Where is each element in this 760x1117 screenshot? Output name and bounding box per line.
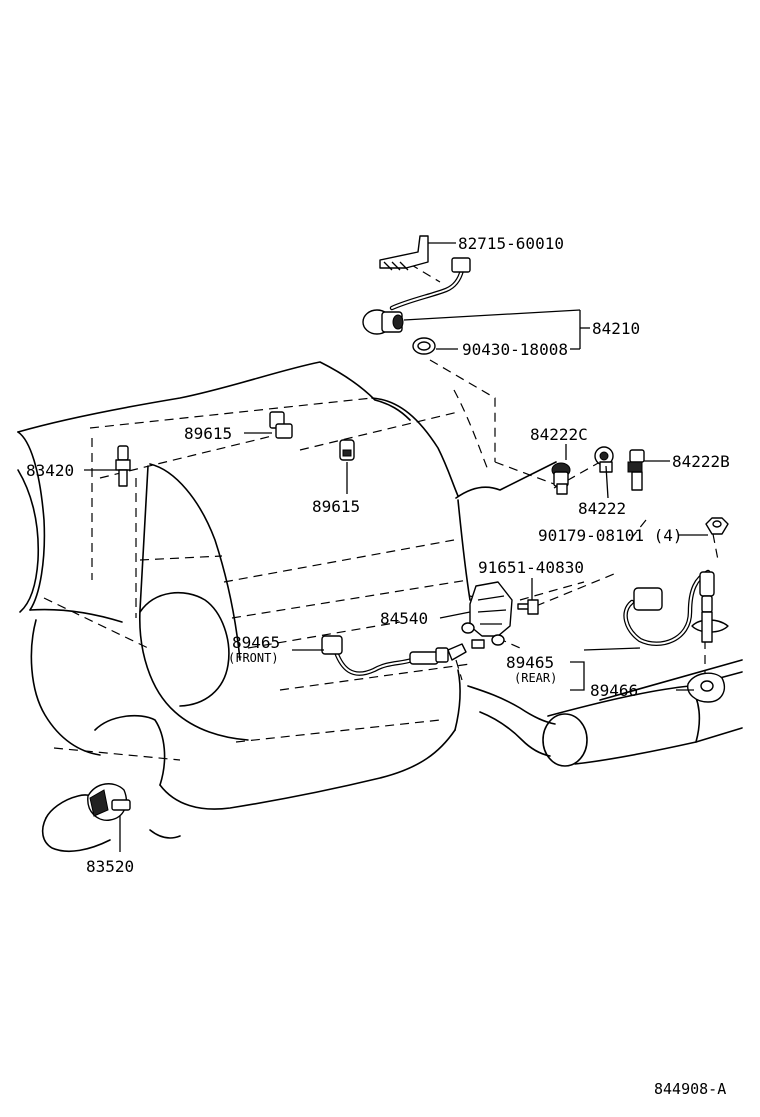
bolt-91651 <box>517 599 539 615</box>
oxygen-sensor-89465-rear <box>623 569 729 646</box>
switch-84210 <box>362 257 471 335</box>
label-89465-front: 89465 <box>232 633 280 652</box>
label-83420: 83420 <box>26 461 74 480</box>
phantom-lines <box>43 263 719 761</box>
connector-bracket-82715 <box>379 235 429 271</box>
label-83520: 83520 <box>86 857 134 876</box>
sender-83420 <box>115 445 131 487</box>
gasket-89466 <box>687 672 726 703</box>
leader-lines <box>84 242 708 852</box>
diagram-reference-code: 844908-A <box>654 1080 726 1098</box>
gasket-90430 <box>412 337 436 355</box>
label-84222c: 84222C <box>530 425 588 444</box>
label-89465-rear: 89465 <box>506 653 554 672</box>
oxygen-sensor-89465-front <box>321 635 467 676</box>
label-89466: 89466 <box>590 681 638 700</box>
switch-84222b <box>627 449 645 491</box>
sensor-89615-top <box>269 411 293 439</box>
callout-labels: 82715-60010 84210 90430-18008 89615 8961… <box>26 234 730 1098</box>
label-91651-40830: 91651-40830 <box>478 558 584 577</box>
label-82715-60010: 82715-60010 <box>458 234 564 253</box>
label-84222: 84222 <box>578 499 626 518</box>
label-89465-front-note: (FRONT) <box>228 651 279 665</box>
label-90430-18008: 90430-18008 <box>462 340 568 359</box>
nut-90179 <box>705 517 729 535</box>
label-84222b: 84222B <box>672 452 730 471</box>
label-89615-bottom: 89615 <box>312 497 360 516</box>
label-89465-rear-note: (REAR) <box>514 671 557 685</box>
sender-83520 <box>87 783 131 821</box>
switch-84540 <box>461 581 513 649</box>
switch-84222c <box>551 462 571 495</box>
label-84210: 84210 <box>592 319 640 338</box>
label-90179-08101: 90179-08101 (4) <box>538 526 683 545</box>
sensor-89615-bottom <box>339 439 355 461</box>
label-89615-top: 89615 <box>184 424 232 443</box>
switch-84222 <box>594 446 614 473</box>
label-84540: 84540 <box>380 609 428 628</box>
